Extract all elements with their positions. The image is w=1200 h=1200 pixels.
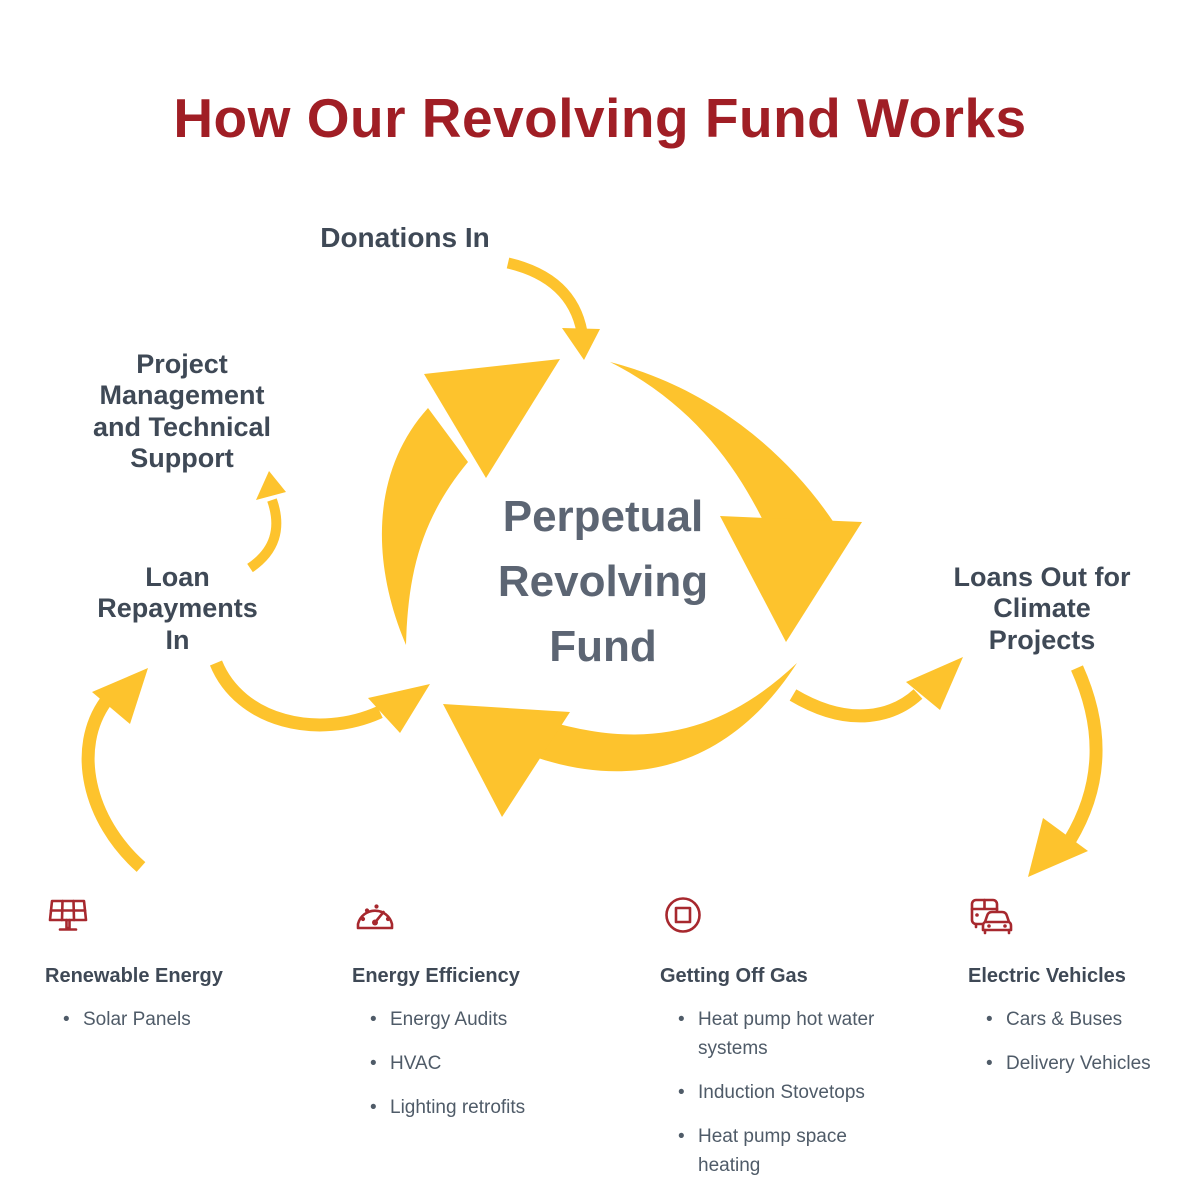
category-title: Energy Efficiency — [352, 965, 520, 987]
list-item: Solar Panels — [61, 1006, 335, 1035]
category-title: Getting Off Gas — [660, 965, 808, 987]
center-label: Perpetual Revolving Fund — [497, 492, 709, 672]
list-item: Heat pump space heating — [676, 1123, 911, 1181]
list-item: HVAC — [368, 1050, 642, 1079]
arrow-loans-to-projects — [1028, 665, 1103, 877]
category-items: Solar Panels — [61, 1006, 335, 1035]
list-item: Cars & Buses — [984, 1006, 1188, 1035]
induction-stovetop-icon — [660, 893, 910, 939]
gauge-icon — [352, 893, 642, 939]
category-title: Electric Vehicles — [968, 965, 1126, 987]
cycle-arrow-bottom — [443, 663, 797, 817]
electric-vehicles-icon — [968, 893, 1188, 939]
arrow-into-loan-repayments — [81, 668, 148, 872]
category-energy-efficiency: Energy Efficiency Energy AuditsHVAC Light… — [352, 893, 642, 1138]
category-items: Cars & BusesDelivery Vehicles — [984, 1006, 1188, 1079]
category-electric-vehicles: Electric Vehicles Cars & BusesDelivery V… — [968, 893, 1188, 1094]
category-title: Renewable Energy — [45, 965, 223, 987]
solar-panel-icon — [45, 893, 335, 939]
label-loan-repayments-in: Loan Repayments In — [97, 562, 258, 655]
label-loans-out: Loans Out for Climate Projects — [953, 562, 1131, 655]
label-project-management: Project Management and Technical Support — [92, 349, 272, 473]
list-item: Induction Stovetops — [676, 1079, 911, 1108]
cycle-arrow-left — [381, 359, 560, 645]
category-renewable-energy: Renewable Energy Solar Panels — [45, 893, 335, 1050]
list-item: Energy Audits — [368, 1006, 642, 1035]
page-title: How Our Revolving Fund Works — [173, 87, 1027, 149]
list-item: Lighting retrofits — [368, 1094, 642, 1123]
arrow-to-loans-out — [789, 657, 963, 723]
category-items: Energy AuditsHVAC Lighting retrofits — [368, 1006, 642, 1123]
arrow-repayments-to-support — [247, 471, 286, 573]
category-items: Heat pump hot water systemsInduction Sto… — [676, 1006, 911, 1180]
label-donations-in: Donations In — [320, 222, 490, 253]
arrow-donations-in — [506, 257, 600, 360]
list-item: Delivery Vehicles — [984, 1050, 1188, 1079]
cycle-arrow-top-right — [610, 362, 862, 642]
list-item: Heat pump hot water systems — [676, 1006, 911, 1064]
arrow-repayments-into-cycle — [209, 660, 430, 733]
category-getting-off-gas: Getting Off Gas Heat pump hot water syst… — [660, 893, 910, 1195]
